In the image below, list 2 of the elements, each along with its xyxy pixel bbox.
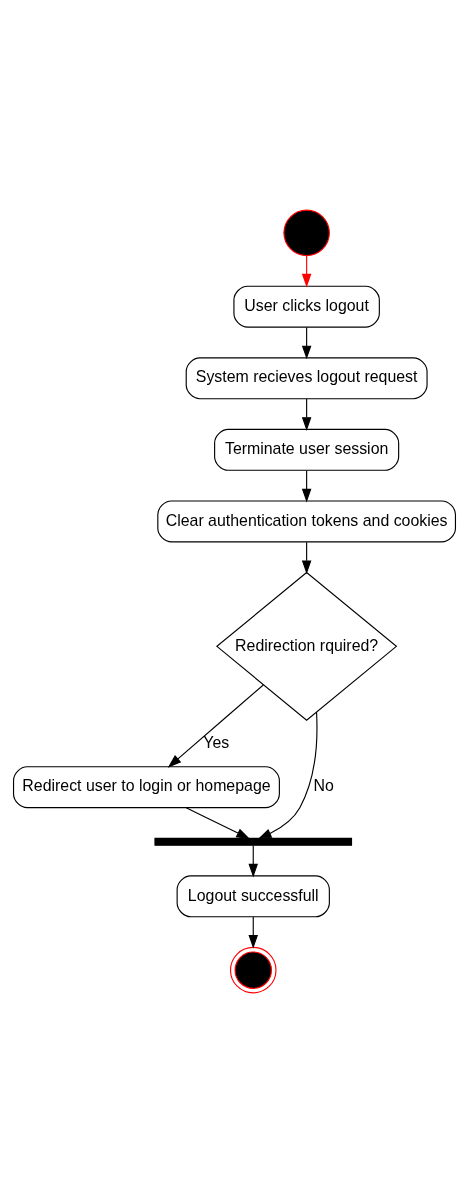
edge-label: Yes — [202, 733, 229, 751]
edge-label: No — [313, 777, 334, 795]
